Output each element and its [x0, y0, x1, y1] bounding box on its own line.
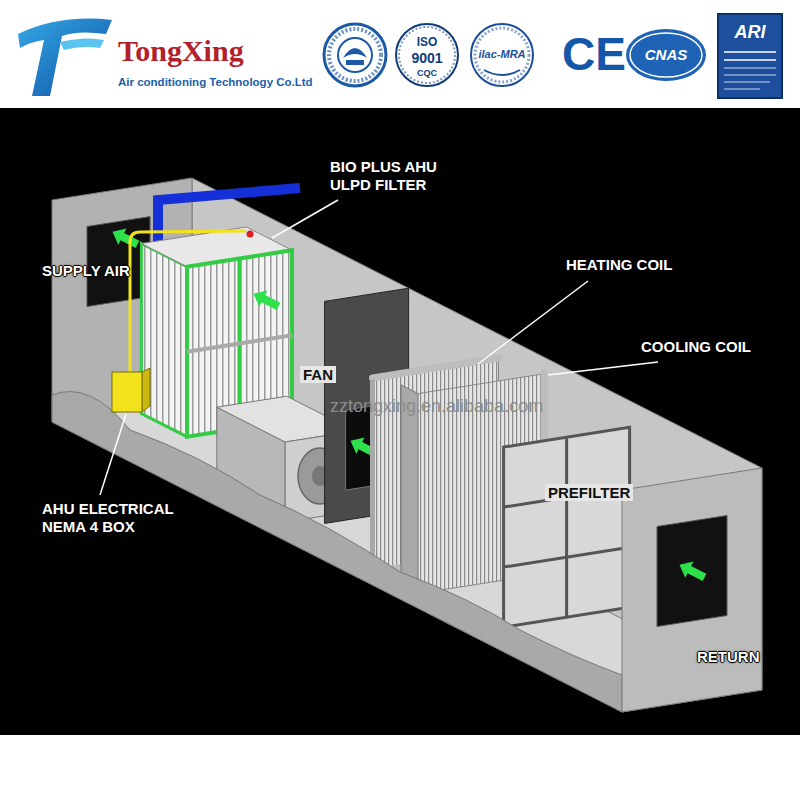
- ulpd-filter-frame: [187, 335, 292, 352]
- company-name: TongXing: [118, 34, 244, 67]
- part-label: HEATING COIL: [566, 256, 672, 273]
- drawing-ground: [0, 108, 800, 735]
- prefilter: [504, 427, 630, 627]
- footer-ground: [0, 735, 800, 800]
- ce-mark-holder: CE: [562, 28, 626, 81]
- watermark-holder: zztongxing.en.alibaba.com: [330, 396, 543, 418]
- cert-logo-text: ISO: [417, 35, 438, 49]
- cert-logo-text-holder: ISO: [417, 36, 438, 50]
- logo-badge: [626, 29, 706, 81]
- return-end-wall: [622, 468, 762, 712]
- ulpd-filter-side: [141, 244, 187, 437]
- logo-ring: [329, 29, 381, 81]
- cert-logo-text: 9001: [411, 50, 442, 66]
- company-logo: [60, 38, 104, 50]
- part-label-holder: RETURN: [697, 648, 760, 666]
- airflow-arrow: [249, 286, 282, 315]
- part-label-holder: BIO PLUS AHU ULPD FILTER: [330, 158, 465, 194]
- part-label-holder: HEATING COIL: [566, 256, 672, 274]
- logo-line: [724, 51, 776, 53]
- sensor-dot: [247, 231, 254, 238]
- airflow-arrow: [675, 557, 708, 586]
- cert-logo-text: CQC: [417, 68, 437, 78]
- cnas-logo: [626, 29, 706, 81]
- cooling-coil-side: [401, 385, 418, 594]
- ilac-logo: [471, 24, 533, 86]
- part-label: SUPPLY AIR: [42, 262, 130, 279]
- header-ground: [0, 0, 800, 108]
- logo-ring: [399, 27, 455, 83]
- ari-logo: [718, 14, 782, 98]
- cert-logo-text-holder: CNAS: [645, 46, 688, 63]
- watermark: zztongxing.en.alibaba.com: [330, 396, 543, 416]
- logo-emblem: [346, 60, 364, 65]
- electrical-box: [112, 372, 142, 412]
- logo-ring: [471, 24, 533, 86]
- part-label: AHU ELECTRICAL NEMA 4 BOX: [42, 500, 173, 535]
- part-label-holder: AHU ELECTRICAL NEMA 4 BOX: [42, 500, 202, 536]
- electrical-box: [142, 368, 150, 412]
- coil-header-pipe: [373, 358, 499, 378]
- leader-line: [272, 200, 338, 238]
- logo-ring: [475, 28, 529, 82]
- cert-logo-text-holder: 9001: [411, 50, 442, 66]
- logo-ring: [396, 24, 458, 86]
- return-opening: [657, 516, 727, 627]
- company-tagline: Air conditioning Technology Co.Ltd: [118, 76, 313, 88]
- logo-badge: [630, 33, 702, 77]
- front-wall-cutaway: [52, 392, 622, 712]
- leader-line: [548, 362, 658, 375]
- logo-emblem: [484, 70, 520, 75]
- airflow-arrow: [249, 286, 282, 315]
- cert-logo-text-holder: ARI: [735, 22, 766, 43]
- part-label: BIO PLUS AHU ULPD FILTER: [330, 158, 437, 193]
- cert-logo-text-holder: ilac-MRA: [478, 48, 525, 61]
- cert-logo-text: ARI: [735, 22, 766, 42]
- part-label: RETURN: [697, 648, 760, 665]
- logo-emblem: [343, 48, 367, 58]
- airflow-arrow: [108, 224, 141, 253]
- prefilter-frame: [565, 437, 568, 617]
- part-label-holder: SUPPLY AIR: [42, 262, 130, 280]
- cert-logo-text-holder: CQC: [417, 68, 437, 78]
- logo-line: [724, 75, 776, 76]
- cert-logo-text: ilac-MRA: [478, 48, 525, 60]
- part-label: PREFILTER: [545, 484, 633, 501]
- logo-line: [724, 59, 776, 61]
- logo-line: [724, 68, 776, 69]
- control-wire: [130, 231, 246, 372]
- part-label: FAN: [300, 366, 336, 383]
- logo-ring: [324, 24, 386, 86]
- logo-line: [724, 89, 760, 90]
- logo-badge: [718, 14, 782, 98]
- airflow-arrow: [108, 224, 141, 253]
- airflow-arrow: [675, 557, 708, 586]
- company-tagline-holder: Air conditioning Technology Co.Ltd: [118, 76, 313, 89]
- part-label-holder: FAN: [300, 366, 336, 384]
- logo-emblem: [338, 38, 372, 72]
- part-label-holder: COOLING COIL: [641, 338, 751, 356]
- company-name-holder: TongXing: [118, 34, 244, 69]
- part-label-holder: PREFILTER: [545, 484, 633, 502]
- part-label: COOLING COIL: [641, 338, 751, 355]
- cert-logo-text: CNAS: [645, 46, 688, 63]
- iso-logo: [396, 24, 458, 86]
- logo-line: [724, 82, 770, 83]
- company-logo: [18, 19, 112, 96]
- leader-line: [478, 281, 588, 364]
- energy-cert-logo: [324, 24, 386, 86]
- prefilter-frame: [504, 547, 630, 567]
- ce-mark: CE: [562, 28, 626, 80]
- leader-line: [100, 414, 126, 495]
